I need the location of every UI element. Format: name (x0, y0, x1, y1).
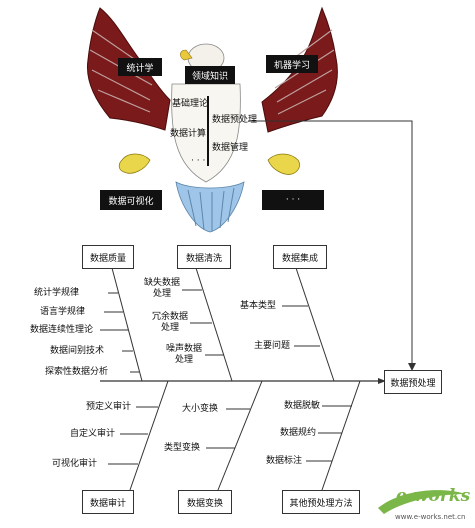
other-item: 数据标注 (266, 456, 303, 466)
quality-bone (111, 267, 143, 382)
eagle-shield (171, 83, 241, 183)
quality-item: 统计学规律 (34, 288, 80, 298)
cleaning-bone (195, 267, 233, 382)
shield-to-target-line (248, 120, 413, 370)
eagle-label-visualization: 数据可视化 (100, 190, 162, 210)
eagle-label-ellipsis: · · · (262, 190, 324, 210)
cleaning-item: 缺失数据处理 (143, 278, 180, 299)
shield-item: 数据计算 (170, 129, 207, 139)
audit-item: 自定义审计 (70, 429, 116, 439)
category-integration: 数据集成 (273, 245, 327, 269)
transform-bone (217, 380, 263, 491)
integration-bone (295, 267, 335, 382)
category-audit: 数据审计 (82, 490, 134, 514)
other-bone (321, 380, 361, 491)
other-item: 数据脱敏 (284, 401, 321, 411)
category-cleaning: 数据清洗 (177, 245, 231, 269)
other-item: 数据规约 (280, 428, 317, 438)
audit-item: 可视化审计 (52, 459, 98, 469)
eagle-beak (180, 49, 193, 61)
eagle-label-domain-knowledge: 领域知识 (185, 66, 235, 84)
category-target: 数据预处理 (384, 370, 442, 394)
integration-item: 主要问题 (254, 341, 291, 351)
cleaning-item: 噪声数据处理 (165, 344, 202, 365)
integration-item: 基本类型 (240, 301, 277, 311)
watermark-url: www.e-works.net.cn (395, 513, 466, 521)
category-other: 其他预处理方法 (282, 490, 360, 514)
quality-item: 语言学规律 (40, 307, 86, 317)
shield-dots: · · · (191, 156, 206, 166)
shield-item: 数据管理 (212, 143, 249, 153)
eagle-tail (175, 181, 245, 233)
shield-item: 数据预处理 (212, 115, 258, 125)
category-quality: 数据质量 (82, 245, 134, 269)
transform-item: 类型变换 (164, 443, 201, 453)
audit-item: 预定义审计 (86, 402, 132, 412)
eagle-tail-feathers (187, 187, 235, 231)
shield-to-target-arrowhead (408, 363, 416, 371)
shield-item: 基础理论 (172, 99, 209, 109)
watermark-logo: e-works (396, 486, 471, 506)
quality-item: 数据连续性理论 (30, 325, 94, 335)
category-transform: 数据变换 (178, 490, 232, 514)
spine-arrowhead (378, 378, 386, 384)
eagle-label-machine-learning: 机器学习 (266, 55, 318, 73)
cleaning-item: 冗余数据处理 (151, 312, 188, 333)
audit-bone (129, 380, 169, 491)
quality-item: 探索性数据分析 (45, 367, 109, 377)
eagle-label-statistics: 统计学 (118, 58, 162, 76)
eagle-right-claw (267, 153, 300, 175)
quality-item: 数据间别技术 (50, 346, 105, 356)
eagle-left-claw (118, 153, 151, 174)
transform-item: 大小变换 (182, 404, 219, 414)
watermark-swoosh (378, 490, 466, 514)
